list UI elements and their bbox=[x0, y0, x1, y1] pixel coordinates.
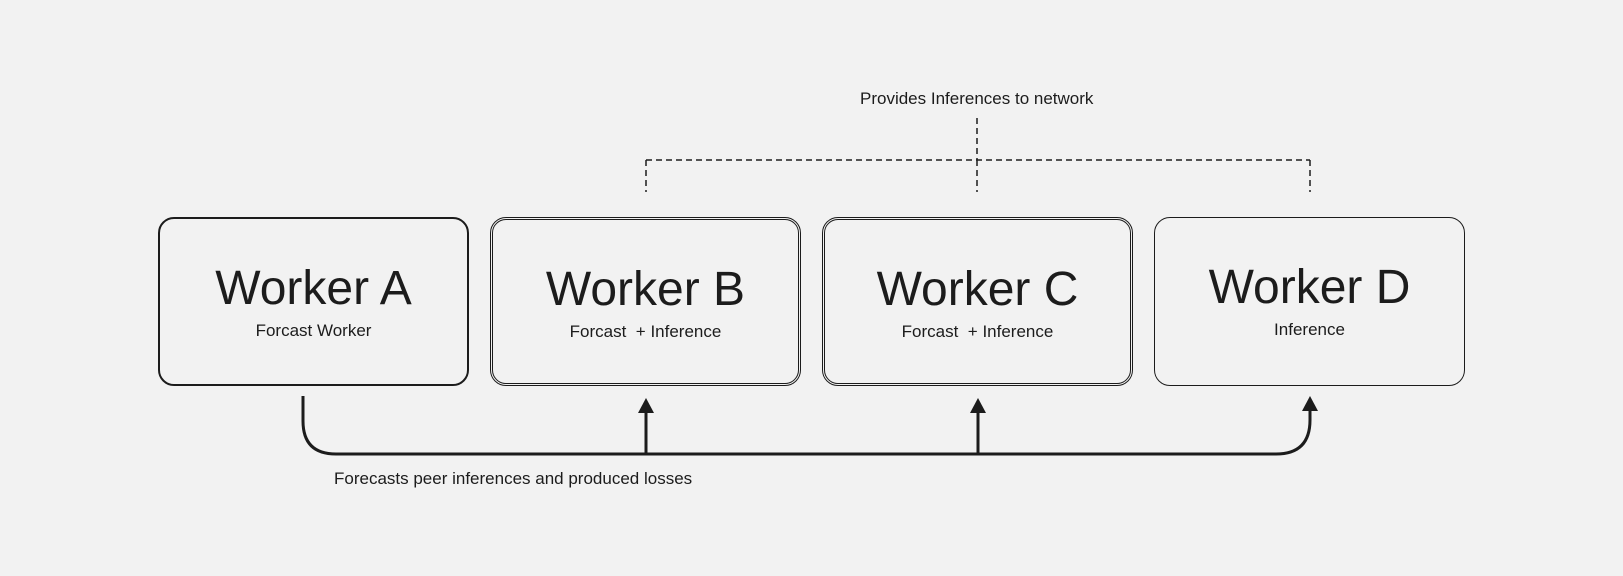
worker-a-title: Worker A bbox=[215, 262, 412, 315]
worker-d-title: Worker D bbox=[1208, 261, 1411, 314]
worker-a-subtitle: Forcast Worker bbox=[255, 321, 372, 340]
worker-d-box: Worker D Inference bbox=[1154, 217, 1465, 386]
arrowhead-worker-d bbox=[1302, 396, 1318, 411]
bottom-label: Forecasts peer inferences and produced l… bbox=[334, 469, 693, 488]
worker-b-subtitle: Forcast + Inference bbox=[569, 322, 722, 341]
forecast-flow bbox=[301, 396, 1312, 456]
worker-c-subtitle: Forcast + Inference bbox=[901, 322, 1054, 341]
arrowheads bbox=[638, 396, 1318, 413]
top-label: Provides Inferences to network bbox=[860, 89, 1094, 108]
worker-c-title: Worker C bbox=[876, 263, 1079, 316]
worker-a-box: Worker A Forcast Worker bbox=[158, 217, 469, 386]
worker-c-box: Worker C Forcast + Inference bbox=[822, 217, 1133, 386]
arrowhead-worker-b bbox=[638, 398, 654, 413]
worker-b-title: Worker B bbox=[545, 263, 746, 316]
worker-d-subtitle: Inference bbox=[1274, 320, 1345, 339]
forecast-flow-path bbox=[301, 396, 1312, 456]
inference-bracket bbox=[645, 118, 1311, 192]
arrowhead-worker-c bbox=[970, 398, 986, 413]
worker-b-box: Worker B Forcast + Inference bbox=[490, 217, 801, 386]
